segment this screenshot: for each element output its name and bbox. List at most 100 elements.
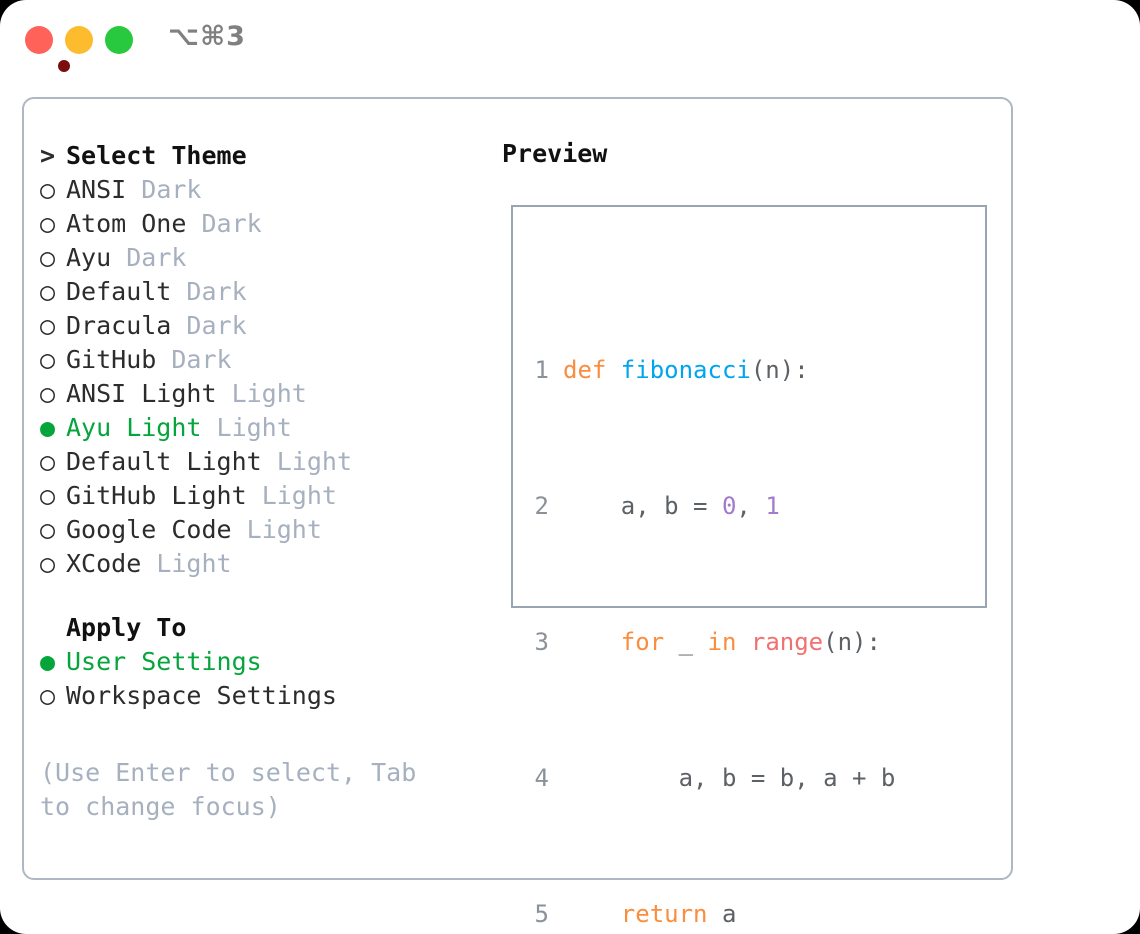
code-line: 2 a, b = 0, 1 — [527, 489, 924, 523]
code-token: a, b = b, a + b — [563, 764, 896, 792]
code-token: , — [736, 492, 766, 520]
radio-unselected-icon: ○ — [40, 175, 56, 204]
radio-unselected-icon: ○ — [40, 379, 56, 408]
theme-option-label: Default Light — [66, 447, 262, 476]
theme-option-variant: Light — [276, 447, 352, 476]
theme-option-variant: Dark — [141, 175, 202, 204]
code-token — [736, 628, 750, 656]
code-token: 1 — [765, 492, 780, 520]
code-token: a, b = — [563, 492, 722, 520]
theme-option-label: ANSI — [66, 175, 127, 204]
theme-option-variant: Light — [261, 481, 337, 510]
zoom-button[interactable] — [105, 26, 133, 54]
theme-option-default[interactable]: ○ Default Dark — [40, 275, 480, 309]
theme-option-google-code[interactable]: ○ Google Code Light — [40, 513, 480, 547]
theme-option-xcode[interactable]: ○ XCode Light — [40, 547, 480, 581]
line-number: 3 — [534, 628, 549, 656]
theme-option-variant: Light — [156, 549, 232, 578]
apply-to-heading-label: Apply To — [66, 613, 187, 642]
theme-option-label: GitHub — [66, 345, 157, 374]
theme-option-default-light[interactable]: ○ Default Light Light — [40, 445, 480, 479]
theme-option-atom-one[interactable]: ○ Atom One Dark — [40, 207, 480, 241]
theme-option-variant: Light — [246, 515, 322, 544]
code-token: fibonacci — [620, 356, 751, 384]
theme-option-ayu-light[interactable]: ● Ayu Light Light — [40, 411, 480, 445]
theme-option-label: XCode — [66, 549, 142, 578]
theme-option-github[interactable]: ○ GitHub Dark — [40, 343, 480, 377]
code-line: 1 def fibonacci(n): — [527, 353, 924, 387]
code-line: 5 return a — [527, 897, 924, 931]
radio-unselected-icon: ○ — [40, 549, 56, 578]
theme-option-variant: Dark — [201, 209, 262, 238]
theme-picker: >Select Theme ○ANSI Dark ○Atom One Dark … — [40, 139, 480, 713]
theme-option-variant: Dark — [171, 345, 232, 374]
radio-unselected-icon: ○ — [40, 209, 56, 238]
theme-option-label: Default — [66, 277, 172, 306]
code-token: _ — [664, 628, 708, 656]
keyboard-hint-text: (Use Enter to select, Tab to change focu… — [40, 758, 417, 821]
title-bar: ⌥⌘3 — [0, 0, 1140, 78]
theme-option-label: Google Code — [66, 515, 232, 544]
radio-selected-icon: ● — [40, 647, 56, 676]
theme-option-ansi-light[interactable]: ○ ANSI Light Light — [40, 377, 480, 411]
theme-option-github-light[interactable]: ○ GitHub Light Light — [40, 479, 480, 513]
select-theme-heading-label: Select Theme — [66, 141, 247, 170]
close-button[interactable] — [25, 26, 70, 72]
radio-unselected-icon: ○ — [40, 481, 56, 510]
theme-option-label: Dracula — [66, 311, 172, 340]
radio-unselected-icon: ○ — [40, 345, 56, 374]
radio-unselected-icon: ○ — [40, 277, 56, 306]
radio-unselected-icon: ○ — [40, 515, 56, 544]
preview-heading: Preview — [502, 139, 608, 168]
code-token — [563, 628, 621, 656]
apply-to-option-workspace-settings[interactable]: ○ Workspace Settings — [40, 679, 480, 713]
theme-option-label: ANSI Light — [66, 379, 217, 408]
code-token: def — [563, 356, 621, 384]
cursor-caret-icon: > — [40, 141, 56, 170]
code-line: 4 a, b = b, a + b — [527, 761, 924, 795]
radio-unselected-icon: ○ — [40, 243, 56, 272]
line-number: 5 — [534, 900, 549, 928]
code-token: in — [707, 628, 737, 656]
code-token: range — [750, 628, 824, 656]
code-token: (n): — [823, 628, 881, 656]
spacer: ○ — [40, 611, 66, 645]
theme-option-label: Atom One — [66, 209, 187, 238]
theme-option-variant: Dark — [186, 277, 247, 306]
line-number: 1 — [534, 356, 549, 384]
dialog-panel: >Select Theme ○ANSI Dark ○Atom One Dark … — [22, 97, 1013, 928]
apply-to-option-label: Workspace Settings — [66, 681, 337, 710]
line-number: 2 — [534, 492, 549, 520]
recording-indicator-icon — [58, 60, 70, 72]
theme-option-variant: Light — [231, 379, 307, 408]
radio-selected-icon: ● — [40, 413, 56, 442]
code-token: return — [620, 900, 708, 928]
radio-unselected-icon: ○ — [40, 311, 56, 340]
line-number: 4 — [534, 764, 549, 792]
theme-option-ansi[interactable]: ○ ANSI Dark — [40, 173, 480, 207]
theme-option-dracula[interactable]: ○ Dracula Dark — [40, 309, 480, 343]
minimize-button[interactable] — [65, 26, 93, 54]
theme-option-label: Ayu — [66, 243, 112, 272]
apply-to-option-label: User Settings — [66, 647, 262, 676]
code-token: (n): — [750, 356, 809, 384]
radio-unselected-icon: ○ — [40, 681, 56, 710]
theme-option-variant: Light — [216, 413, 292, 442]
theme-option-variant: Dark — [186, 311, 247, 340]
select-theme-heading: > Select Theme — [40, 139, 480, 173]
window-title: ⌥⌘3 — [168, 21, 246, 52]
theme-option-variant: Dark — [126, 243, 187, 272]
code-token: 0 — [721, 492, 737, 520]
apply-to-option-user-settings[interactable]: ● User Settings — [40, 645, 480, 679]
code-token: a — [707, 900, 737, 928]
radio-unselected-icon: ○ — [40, 447, 56, 476]
theme-option-ayu[interactable]: ○ Ayu Dark — [40, 241, 480, 275]
apply-to-heading: ○Apply To — [40, 611, 480, 645]
code-line: 3 for _ in range(n): — [527, 625, 924, 659]
code-token — [563, 900, 621, 928]
theme-option-label: GitHub Light — [66, 481, 247, 510]
theme-option-label: Ayu Light — [66, 413, 202, 442]
